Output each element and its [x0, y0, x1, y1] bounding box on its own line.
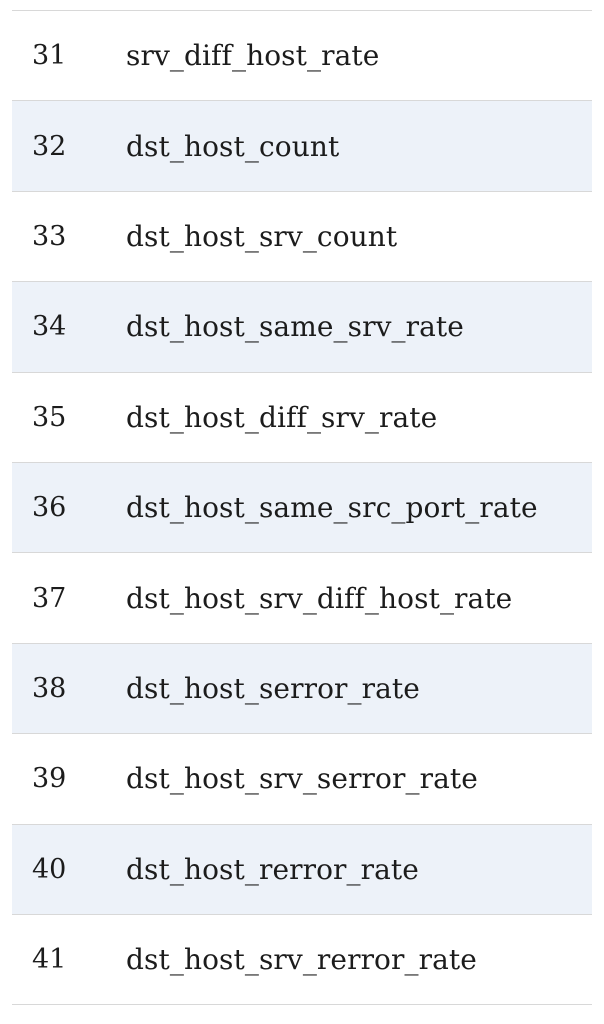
row-number: 33: [32, 220, 67, 252]
feature-name: dst_host_same_src_port_rate: [126, 491, 538, 525]
table-row: 32 dst_host_count: [12, 101, 592, 192]
table-row: 38 dst_host_serror_rate: [12, 643, 592, 735]
feature-name: dst_host_count: [126, 129, 340, 163]
table-row: 40 dst_host_rerror_rate: [12, 824, 592, 915]
table-row: 37 dst_host_srv_diff_host_rate: [12, 553, 592, 644]
table-row: 41 dst_host_srv_rerror_rate: [12, 914, 592, 1006]
feature-name: dst_host_diff_srv_rate: [126, 400, 438, 434]
row-number: 34: [32, 311, 67, 343]
feature-name: dst_host_srv_diff_host_rate: [126, 581, 513, 615]
row-number: 32: [32, 130, 67, 162]
feature-name: dst_host_rerror_rate: [126, 852, 419, 886]
row-number: 36: [32, 492, 67, 524]
row-number: 35: [32, 401, 67, 433]
feature-name: dst_host_serror_rate: [126, 671, 420, 705]
table-row: 34 dst_host_same_srv_rate: [12, 282, 592, 373]
row-number: 39: [32, 763, 67, 795]
row-number: 41: [32, 944, 67, 976]
table-row: 33 dst_host_srv_count: [12, 191, 592, 283]
feature-name: dst_host_srv_serror_rate: [126, 762, 478, 796]
table-row: 35 dst_host_diff_srv_rate: [12, 372, 592, 463]
table-row: 39 dst_host_srv_serror_rate: [12, 734, 592, 825]
feature-name: dst_host_srv_rerror_rate: [126, 943, 477, 977]
feature-name: dst_host_srv_count: [126, 219, 398, 253]
row-number: 38: [32, 672, 67, 704]
feature-table: 31 srv_diff_host_rate 32 dst_host_count …: [12, 10, 592, 1006]
row-number: 40: [32, 853, 67, 885]
feature-name: srv_diff_host_rate: [126, 39, 380, 73]
feature-name: dst_host_same_srv_rate: [126, 310, 464, 344]
row-number: 31: [32, 40, 67, 72]
table-row: 31 srv_diff_host_rate: [12, 11, 592, 102]
table-row: 36 dst_host_same_src_port_rate: [12, 462, 592, 554]
row-number: 37: [32, 582, 67, 614]
